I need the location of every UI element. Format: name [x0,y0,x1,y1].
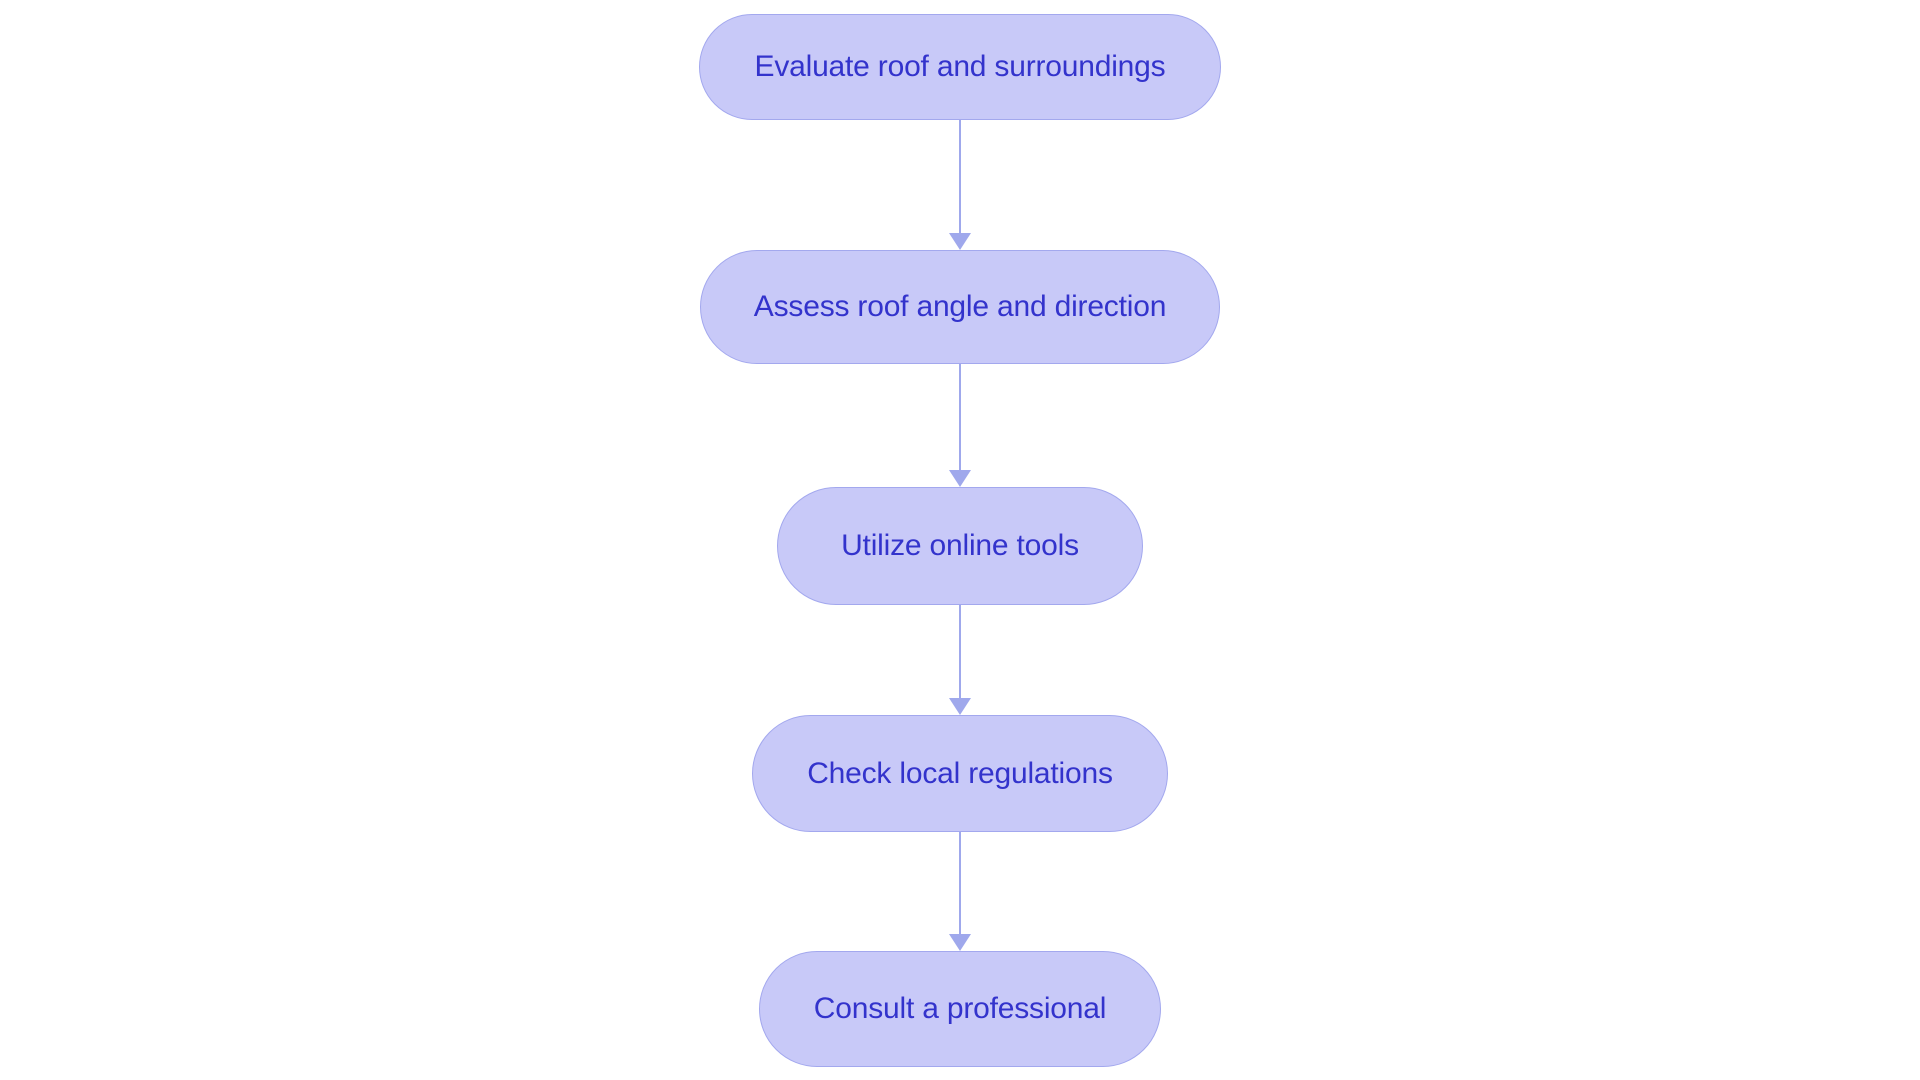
flow-edge-n4-to-n5 [947,832,973,951]
edge-line [958,832,962,935]
down-arrow-icon [949,470,971,487]
flow-edge-n1-to-n2 [947,120,973,250]
flow-node-label: Consult a professional [813,992,1107,1025]
flow-node-label: Assess roof angle and direction [753,290,1167,323]
edge-line [958,364,962,471]
flow-node-label: Utilize online tools [841,529,1079,562]
edge-line [958,120,962,234]
flow-node-consult-a-professional[interactable]: Consult a professional [759,951,1161,1067]
flow-node-evaluate-roof-and-surroundings[interactable]: Evaluate roof and surroundings [699,14,1221,120]
flow-edge-n2-to-n3 [947,364,973,487]
flow-edge-n3-to-n4 [947,605,973,715]
down-arrow-icon [949,233,971,250]
down-arrow-icon [949,934,971,951]
flow-node-check-local-regulations[interactable]: Check local regulations [752,715,1168,832]
down-arrow-icon [949,698,971,715]
flow-node-label: Check local regulations [807,756,1113,790]
flow-node-label: Evaluate roof and surroundings [754,50,1166,83]
flow-node-utilize-online-tools[interactable]: Utilize online tools [777,487,1143,605]
flow-node-assess-roof-angle-and-direction[interactable]: Assess roof angle and direction [700,250,1220,364]
edge-line [958,605,962,699]
